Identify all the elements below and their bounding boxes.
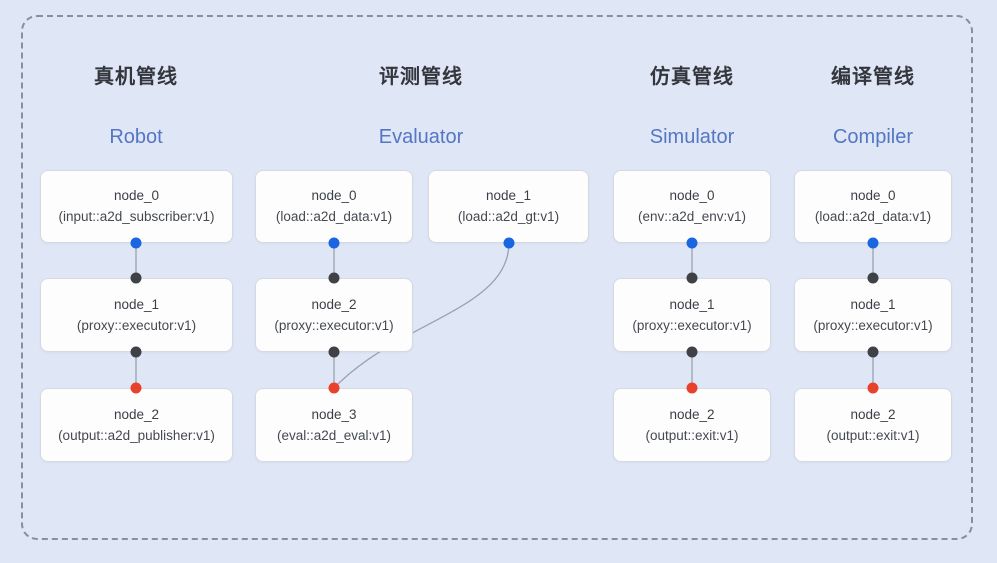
evaluator-node-2[interactable]: node_2 (proxy::executor:v1) [255,278,413,352]
evaluator-node1-output-port [503,237,515,249]
simulator-node0-output-port [686,237,698,249]
compiler-node-2[interactable]: node_2 (output::exit:v1) [794,388,952,462]
compiler-node0-output-port [867,237,879,249]
node-title: node_1 [850,296,896,312]
node-subtitle: (env::a2d_env:v1) [637,209,747,224]
evaluator-node2-input-port [328,272,340,284]
node-title: node_3 [311,406,357,422]
compiler-node-1[interactable]: node_1 (proxy::executor:v1) [794,278,952,352]
pipeline-title-en-compiler: Compiler [832,126,914,148]
evaluator-node-3[interactable]: node_3 (eval::a2d_eval:v1) [255,388,413,462]
node-title: node_2 [113,406,160,422]
robot-node-0[interactable]: node_0 (input::a2d_subscriber:v1) [40,170,233,243]
pipeline-title-en-evaluator: Evaluator [378,126,464,148]
node-title: node_2 [669,406,715,422]
simulator-node1-output-port [686,346,698,358]
node-title: node_0 [113,188,160,203]
node-title: node_0 [669,188,715,203]
robot-node0-output-port [130,237,142,249]
compiler-node1-output-port [867,346,879,358]
node-subtitle: (load::a2d_data:v1) [275,209,393,224]
node-subtitle: (output::exit:v1) [826,427,920,443]
simulator-node-2[interactable]: node_2 (output::exit:v1) [613,388,771,462]
node-title: node_0 [850,188,896,203]
node-subtitle: (load::a2d_gt:v1) [457,209,560,224]
evaluator-node3-input-port [328,382,340,394]
node-title: node_2 [850,406,896,422]
evaluator-node0-output-port [328,237,340,249]
pipeline-title-en-simulator: Simulator [649,126,735,148]
node-subtitle: (proxy::executor:v1) [813,317,933,333]
node-subtitle: (proxy::executor:v1) [274,317,394,333]
robot-node1-input-port [130,272,142,284]
pipeline-group-frame [21,15,973,540]
pipeline-title-zh-compiler: 编译管线 [831,66,915,88]
pipeline-title-zh-robot: 真机管线 [94,66,178,88]
robot-node2-input-port [130,382,142,394]
node-subtitle: (proxy::executor:v1) [76,317,197,333]
node-title: node_1 [485,188,532,203]
evaluator-node2-output-port [328,346,340,358]
pipeline-title-zh-evaluator: 评测管线 [379,66,463,88]
node-subtitle: (output::exit:v1) [645,427,739,443]
node-title: node_1 [113,296,160,312]
simulator-node1-input-port [686,272,698,284]
pipeline-title-zh-simulator: 仿真管线 [650,66,734,88]
compiler-node2-input-port [867,382,879,394]
evaluator-node-1[interactable]: node_1 (load::a2d_gt:v1) [428,170,589,243]
robot-node-1[interactable]: node_1 (proxy::executor:v1) [40,278,233,352]
robot-node-2[interactable]: node_2 (output::a2d_publisher:v1) [40,388,233,462]
simulator-node-1[interactable]: node_1 (proxy::executor:v1) [613,278,771,352]
node-title: node_2 [311,296,357,312]
node-title: node_0 [311,188,357,203]
compiler-node1-input-port [867,272,879,284]
compiler-node-0[interactable]: node_0 (load::a2d_data:v1) [794,170,952,243]
pipeline-title-en-robot: Robot [109,126,163,148]
simulator-node2-input-port [686,382,698,394]
node-subtitle: (eval::a2d_eval:v1) [276,427,392,443]
evaluator-node-0[interactable]: node_0 (load::a2d_data:v1) [255,170,413,243]
robot-node1-output-port [130,346,142,358]
simulator-node-0[interactable]: node_0 (env::a2d_env:v1) [613,170,771,243]
node-title: node_1 [669,296,715,312]
node-subtitle: (proxy::executor:v1) [632,317,752,333]
node-subtitle: (input::a2d_subscriber:v1) [58,209,215,224]
node-subtitle: (output::a2d_publisher:v1) [58,427,215,443]
node-subtitle: (load::a2d_data:v1) [814,209,932,224]
